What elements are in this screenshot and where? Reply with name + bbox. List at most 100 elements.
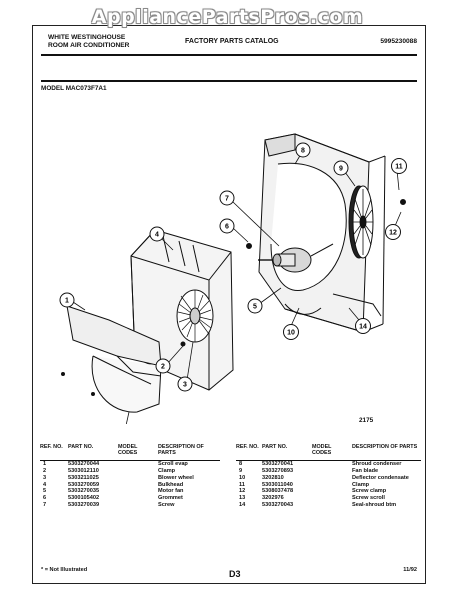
parts-table-right: REF. NO. PART NO. MODEL CODES DESCRIPTIO… (236, 444, 421, 509)
brand-line-2: ROOM AIR CONDITIONER (48, 42, 130, 49)
part-no-cell: 3202976 (262, 495, 284, 502)
description-cell: Deflector condensate (352, 474, 409, 481)
svg-text:4: 4 (155, 232, 159, 239)
description-cell: Screw (158, 502, 175, 509)
svg-text:6: 6 (225, 224, 229, 231)
part-no-cell: 3202810 (262, 474, 284, 481)
part-no-cell: 5303211025 (68, 474, 99, 481)
part-no-cell: 5303270059 (68, 481, 100, 488)
condenser-shroud-drawing (258, 133, 386, 333)
svg-text:7: 7 (225, 196, 229, 203)
callout-6: 6 (219, 218, 235, 234)
scroll-evap-drawing (66, 305, 162, 413)
part-no-cell: 5300105402 (68, 495, 100, 502)
diagram-code: 2175 (359, 417, 374, 424)
ref-no-cell: 7 (43, 502, 47, 509)
model-codes-cell (118, 502, 158, 509)
model-label: MODEL MAC073F7A1 (41, 85, 107, 92)
part-no-header: PART NO. (262, 444, 312, 461)
model-codes-cell (312, 502, 352, 509)
ref-no-cell: 6 (43, 495, 47, 502)
fan-blade-drawing (348, 185, 374, 259)
description-cell: Motor fan (158, 488, 184, 495)
ref-no-cell: 9 (239, 467, 243, 474)
table-row: 1 5303270044 Scroll evap (40, 460, 220, 467)
svg-text:10: 10 (287, 330, 295, 337)
motor-drawing (258, 243, 334, 273)
part-no-cell: 5303270035 (68, 488, 100, 495)
part-no-cell: 5303270043 (262, 502, 294, 509)
model-codes-cell (312, 488, 352, 495)
callout-14: 14 (355, 318, 371, 334)
catalog-date: 11/92 (403, 567, 417, 573)
catalog-title: FACTORY PARTS CATALOG (185, 38, 279, 45)
description-header: DESCRIPTION OF PARTS (158, 444, 220, 461)
model-codes-cell (118, 475, 158, 482)
callout-1: 1 (59, 292, 75, 308)
description-cell: Clamp (352, 481, 370, 488)
model-codes-cell (118, 482, 158, 489)
part-no-cell: 5303011040 (262, 481, 293, 488)
callout-8: 8 (295, 142, 311, 158)
ref-no-header: REF. NO. (236, 444, 262, 461)
ref-no-cell: 13 (239, 495, 246, 502)
callout-12: 12 (385, 224, 401, 240)
part-no-cell: 5303270039 (68, 502, 100, 509)
description-cell: Scroll evap (158, 460, 188, 467)
model-codes-header: MODEL CODES (118, 444, 158, 461)
model-codes-cell (118, 460, 158, 467)
ref-no-cell: 1 (43, 460, 47, 467)
svg-text:2: 2 (161, 364, 165, 371)
part-no-cell: 5303270044 (68, 460, 100, 467)
callout-11: 11 (391, 158, 407, 174)
blower-wheel-drawing (176, 289, 214, 343)
ref-no-cell: 3 (43, 474, 47, 481)
brand-header: WHITE WESTINGHOUSE ROOM AIR CONDITIONER (48, 34, 129, 50)
ref-no-cell: 5 (43, 488, 47, 495)
svg-text:14: 14 (359, 324, 367, 331)
description-cell: Grommet (158, 495, 183, 502)
callout-4: 4 (149, 226, 165, 242)
part-no-header: PART NO. (68, 444, 118, 461)
model-codes-cell (312, 475, 352, 482)
part-no-cell: 5303270893 (262, 467, 294, 474)
ref-no-cell: 10 (239, 474, 246, 481)
header-rule (41, 54, 417, 56)
table-row: 11 5303011040 Clamp (236, 482, 421, 489)
description-cell: Fan blade (352, 467, 379, 474)
table-row: 10 3202810 Deflector condensate (236, 475, 421, 482)
part-no-cell: 5303012110 (68, 467, 99, 474)
parts-catalog-page: WHITE WESTINGHOUSE ROOM AIR CONDITIONER … (32, 25, 426, 584)
model-codes-cell (118, 488, 158, 495)
page-number: D3 (229, 569, 241, 579)
model-codes-cell (118, 495, 158, 502)
description-cell: Seal-shroud btm (352, 502, 397, 509)
table-row: 7 5303270039 Screw (40, 502, 220, 509)
svg-text:9: 9 (339, 166, 343, 173)
watermark: AppliancePartsPros.com (91, 6, 364, 28)
ref-no-cell: 8 (239, 460, 243, 467)
svg-text:8: 8 (301, 148, 305, 155)
footnote: * = Not Illustrated (41, 567, 88, 573)
part-no-cell: 5308037478 (262, 488, 294, 495)
table-row: 5 5303270035 Motor fan (40, 488, 220, 495)
deflector-drawing (284, 303, 322, 315)
callout-2: 2 (155, 358, 171, 374)
model-rule (41, 80, 417, 82)
part-no-cell: 5303270041 (262, 460, 294, 467)
description-cell: Screw clamp (352, 488, 387, 495)
callout-5: 5 (247, 298, 263, 314)
svg-text:12: 12 (389, 230, 397, 237)
model-codes-cell (312, 495, 352, 502)
svg-text:5: 5 (253, 304, 257, 311)
ref-no-cell: 12 (239, 488, 246, 495)
description-cell: Bulkhead (158, 481, 184, 488)
catalog-number: 5995230088 (380, 38, 417, 45)
svg-text:11: 11 (395, 164, 403, 171)
parts-table-left: REF. NO. PART NO. MODEL CODES DESCRIPTIO… (40, 444, 220, 509)
ref-no-cell: 11 (239, 481, 245, 488)
